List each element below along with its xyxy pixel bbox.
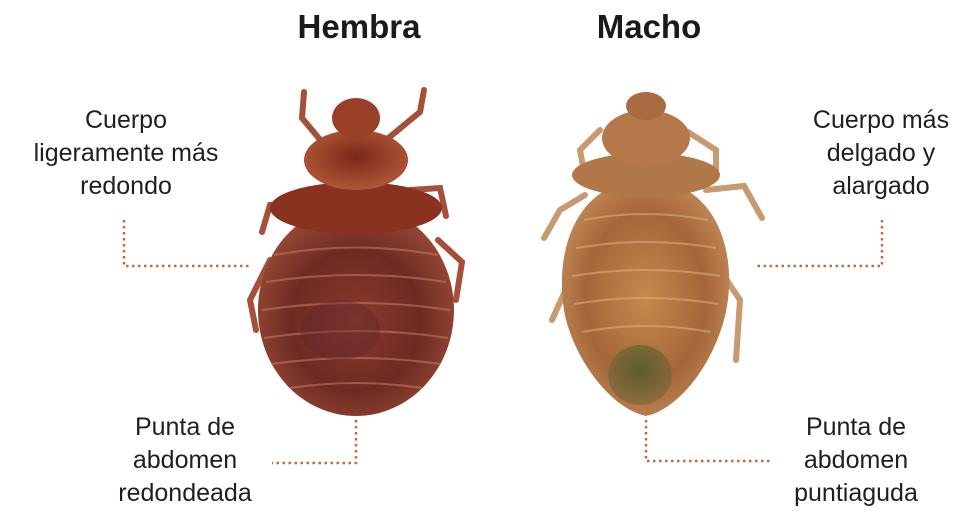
annotation-female-tip: Punta de abdomen redondeada — [100, 411, 270, 510]
title-male: Macho — [539, 8, 759, 46]
annotation-male-tip: Punta de abdomen puntiaguda — [770, 411, 942, 510]
male-bedbug — [544, 92, 762, 416]
female-bedbug — [250, 90, 462, 416]
annotation-line: redondo — [6, 170, 246, 203]
annotation-male-body: Cuerpo más delgado y alargado — [795, 104, 967, 203]
leader-male-body — [756, 220, 882, 266]
annotation-line: ligeramente más — [6, 137, 246, 170]
annotation-line: Punta de — [100, 411, 270, 444]
annotation-line: redondeada — [100, 477, 270, 510]
title-female: Hembra — [249, 8, 469, 46]
leader-female-body — [124, 220, 252, 266]
annotation-line: abdomen — [100, 444, 270, 477]
annotation-line: Cuerpo más — [795, 104, 967, 137]
annotation-line: Cuerpo — [6, 104, 246, 137]
annotation-female-body: Cuerpo ligeramente más redondo — [6, 104, 246, 203]
annotation-line: delgado y — [795, 137, 967, 170]
annotation-line: puntiaguda — [770, 477, 942, 510]
annotation-line: alargado — [795, 170, 967, 203]
annotation-line: Punta de — [770, 411, 942, 444]
annotation-line: abdomen — [770, 444, 942, 477]
leader-female-tip — [272, 420, 356, 463]
leader-male-tip — [646, 420, 770, 461]
